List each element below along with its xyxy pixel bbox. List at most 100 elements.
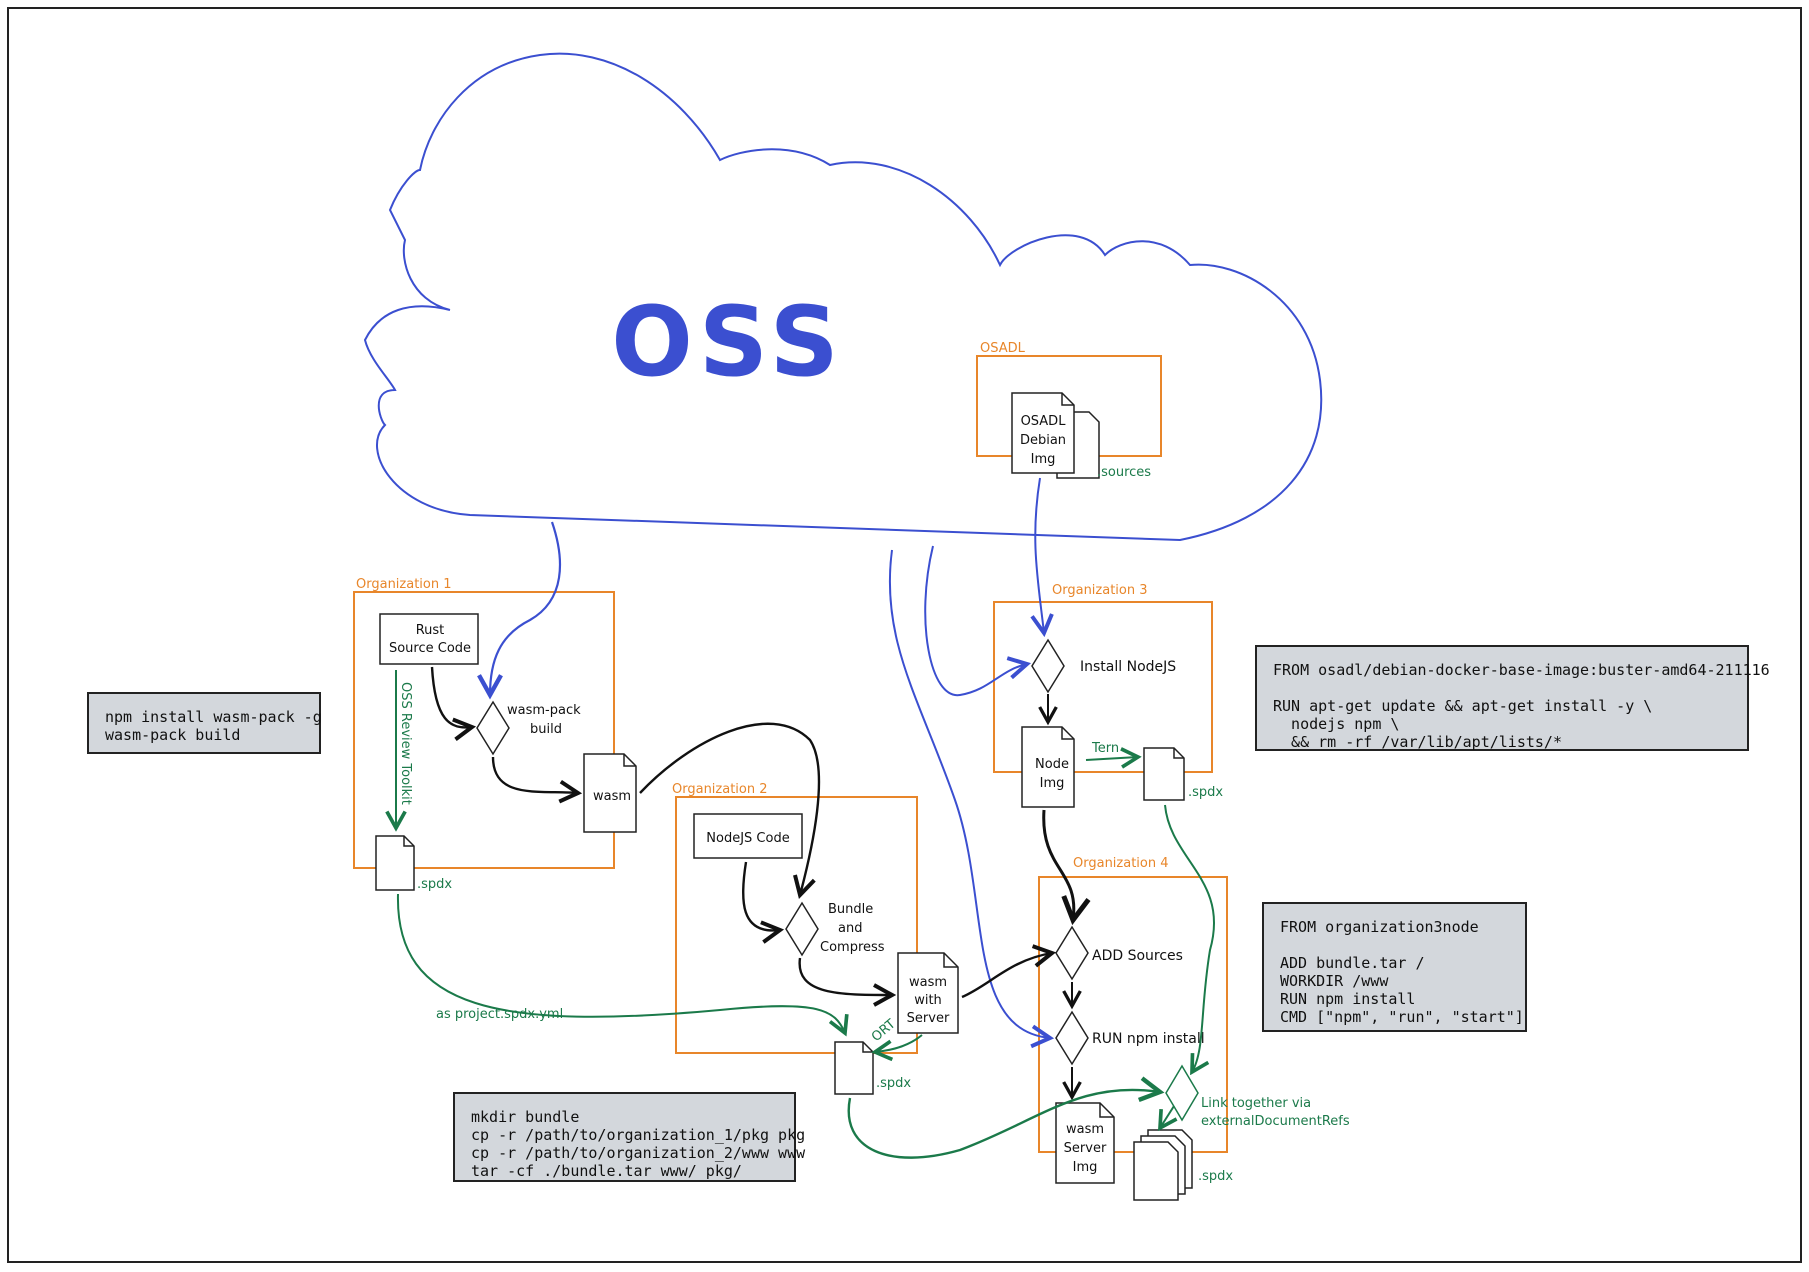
run-npm-label: RUN npm install: [1092, 1031, 1205, 1047]
mkdir-code-box: mkdir bundle cp -r /path/to/organization…: [453, 1092, 806, 1182]
osadl-img-line1: OSADL: [1021, 414, 1067, 429]
org2-label: Organization 2: [672, 782, 768, 797]
org3-label: Organization 3: [1052, 583, 1148, 598]
wasm-server-img-line3: Img: [1073, 1160, 1098, 1175]
wasm-server-img-line2: Server: [1064, 1141, 1107, 1156]
run-npm-diamond: [1055, 1010, 1089, 1066]
add-sources-label: ADD Sources: [1092, 948, 1183, 964]
install-nodejs-label: Install NodeJS: [1080, 659, 1176, 675]
org2-box: [675, 796, 918, 1054]
cloud-to-wasm-pack-arrow: [490, 521, 562, 695]
org3-spdx-doc-icon: [1143, 747, 1185, 801]
wasm-server-line3: Server: [907, 1011, 950, 1026]
rust-to-wasm-pack-arrow: [430, 666, 472, 727]
wasm-doc-icon: [583, 753, 637, 833]
cloud-to-run-npm-arrow: [888, 549, 1050, 1038]
link-together-line2: externalDocumentRefs: [1201, 1114, 1350, 1129]
wasm-pack-line1: wasm-pack: [507, 703, 581, 718]
osadl-img-line2: Debian: [1020, 433, 1066, 448]
code-line: ADD bundle.tar /: [1280, 954, 1425, 972]
org2-spdx-to-link-arrow: [847, 1090, 1160, 1159]
osadl-sources-label: .sources: [1097, 465, 1151, 480]
ort-short-label: ORT: [869, 1017, 899, 1045]
ort-vertical-label: OSS Review Toolkit: [398, 682, 413, 805]
wasm-pack-to-wasm-arrow: [491, 756, 578, 793]
org4-box: [1038, 876, 1228, 1153]
code-line: mkdir bundle: [471, 1108, 580, 1126]
code-line: [1280, 936, 1509, 954]
install-nodejs-diamond: [1031, 638, 1065, 694]
node-to-add-arrow: [1042, 809, 1074, 920]
org3-spdx-label: .spdx: [1188, 785, 1223, 800]
org1-spdx-doc-icon: [375, 835, 415, 891]
wasm-pack-line2: build: [530, 722, 562, 737]
osadl-to-install-arrow: [1035, 477, 1044, 633]
osadl-img-line3: Img: [1031, 452, 1056, 467]
nodejs-to-bundle-arrow: [741, 861, 780, 930]
link-together-line1: Link together via: [1201, 1096, 1311, 1111]
wasm-server-img-line1: wasm: [1066, 1122, 1104, 1137]
node-img-doc-icon: [1021, 726, 1075, 808]
bundle-diamond: [785, 901, 819, 957]
node-img-line1: Node: [1035, 757, 1069, 772]
org1-spdx-to-org2-spdx-arrow: [396, 893, 845, 1033]
code-line: RUN apt-get update && apt-get install -y…: [1273, 697, 1653, 715]
osadl-label: OSADL: [980, 341, 1026, 356]
oss-cloud: [363, 52, 1323, 542]
nodejs-code-label: NodeJS Code: [706, 831, 789, 846]
nodejs-code-box: [693, 813, 803, 859]
bundle-to-server-arrow: [798, 957, 892, 995]
wasm-server-line2: with: [914, 993, 942, 1008]
org4-spdx-label: .spdx: [1198, 1169, 1233, 1184]
code-line: wasm-pack build: [105, 726, 241, 744]
org1-box: [353, 591, 615, 869]
code-line: FROM organization3node: [1280, 918, 1479, 936]
as-project-label: as project.spdx.yml: [436, 1007, 563, 1022]
link-to-org4-spdx-arrow: [1160, 1105, 1174, 1128]
rust-source-box: [379, 613, 479, 665]
org1-spdx-label: .spdx: [417, 877, 452, 892]
bundle-line1: Bundle: [828, 902, 873, 917]
dockerfile-node-code-box: FROM osadl/debian-docker-base-image:bust…: [1255, 645, 1770, 751]
dockerfile-server-code-box: FROM organization3node ADD bundle.tar / …: [1262, 902, 1527, 1032]
code-line: CMD ["npm", "run", "start"]: [1280, 1008, 1524, 1026]
code-line: FROM osadl/debian-docker-base-image:bust…: [1273, 661, 1770, 679]
wasm-label: wasm: [593, 789, 631, 804]
node-img-line2: Img: [1040, 776, 1065, 791]
org3-box: [993, 601, 1213, 773]
cloud-title: OSS: [611, 286, 845, 398]
org3-spdx-to-link-arrow: [1164, 804, 1216, 1072]
code-line: cp -r /path/to/organization_2/www www: [471, 1144, 806, 1162]
org4-label: Organization 4: [1073, 856, 1169, 871]
server-to-org2-spdx-arrow: [875, 1034, 923, 1052]
bundle-line3: Compress: [820, 940, 885, 955]
node-to-spdx-tern-arrow: [1085, 757, 1138, 760]
wasm-to-bundle-arrow: [639, 722, 821, 895]
add-sources-diamond: [1055, 925, 1089, 981]
code-line: tar -cf ./bundle.tar www/ pkg/: [471, 1162, 742, 1180]
code-line: nodejs npm \: [1273, 715, 1400, 733]
wasm-pack-diamond: [476, 700, 510, 756]
org1-label: Organization 1: [356, 577, 452, 592]
wasm-server-doc-icon: [897, 952, 959, 1034]
org2-spdx-doc-icon: [834, 1041, 874, 1095]
code-line: npm install wasm-pack -g: [105, 708, 322, 726]
osadl-debian-img-doc-icon: [1011, 392, 1075, 474]
wasm-pack-code-box: npm install wasm-pack -g wasm-pack build: [87, 692, 322, 754]
tern-label: Tern: [1091, 741, 1119, 756]
org4-spdx-stack-icon: [1133, 1129, 1193, 1201]
server-to-add-arrow: [961, 953, 1052, 999]
wasm-server-img-doc-icon: [1055, 1102, 1115, 1184]
rust-source-line1: Rust: [416, 623, 445, 638]
code-line: WORKDIR /www: [1280, 972, 1389, 990]
org2-spdx-label: .spdx: [876, 1076, 911, 1091]
code-line: RUN npm install: [1280, 990, 1416, 1008]
code-line: [1273, 679, 1731, 697]
cloud-to-install-arrow: [924, 545, 1027, 697]
wasm-server-line1: wasm: [909, 975, 947, 990]
outer-frame: [7, 7, 1802, 1263]
bundle-line2: and: [838, 921, 862, 936]
code-line: cp -r /path/to/organization_1/pkg pkg: [471, 1126, 806, 1144]
code-line: && rm -rf /var/lib/apt/lists/*: [1273, 733, 1562, 751]
